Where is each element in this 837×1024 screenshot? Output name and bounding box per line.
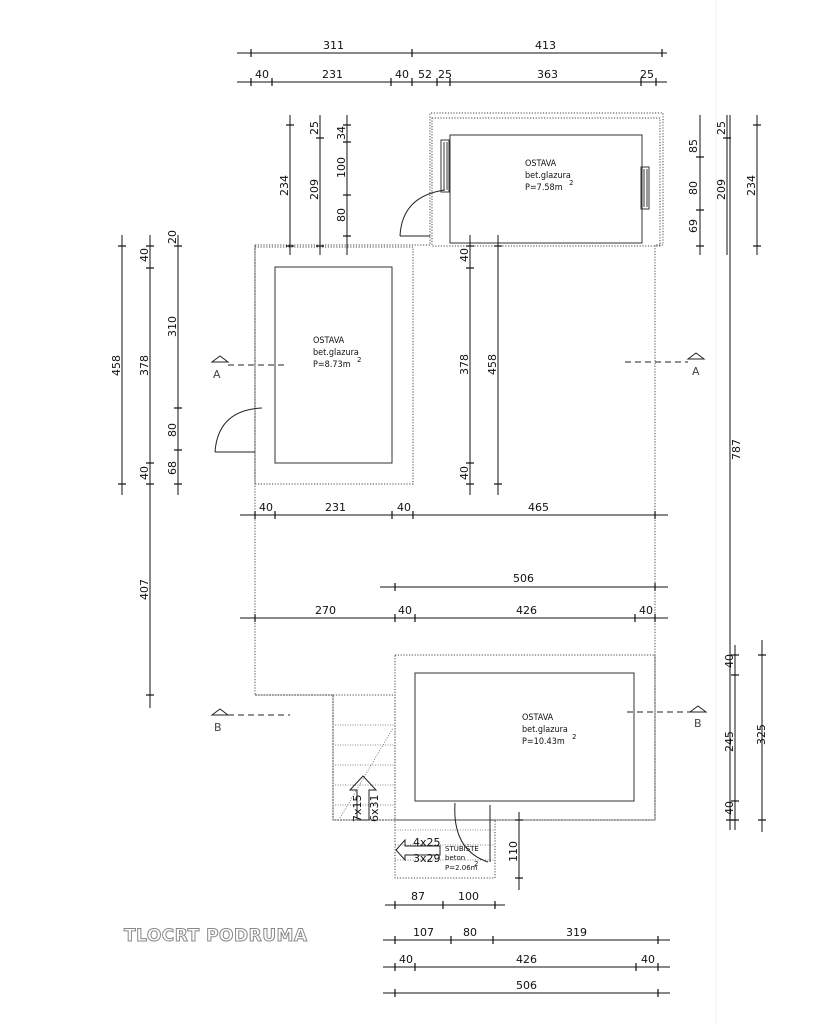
dimension-label: 458 xyxy=(486,354,499,375)
dimension-label: 40 xyxy=(138,248,151,262)
dimension-label: 25 xyxy=(438,68,452,81)
room-name: OSTAVA xyxy=(522,713,554,723)
room-area-sup: 2 xyxy=(474,860,478,868)
dimension-label: 40 xyxy=(259,501,273,514)
room-area-sup: 2 xyxy=(569,179,573,187)
room-stairwell xyxy=(394,819,496,879)
room-finish: bet.glazura xyxy=(522,725,568,735)
dimension-label: 506 xyxy=(516,979,537,992)
dimension-label: 40 xyxy=(723,654,736,668)
dimension-label: 231 xyxy=(322,68,343,81)
dimension-label: 40 xyxy=(397,501,411,514)
room-name: OSTAVA xyxy=(525,159,557,169)
dimension-label: 270 xyxy=(315,604,336,617)
stair-label: 6x31 xyxy=(368,794,381,822)
dimension-label: 20 xyxy=(166,230,179,244)
room-area: P=10.43m xyxy=(522,737,565,747)
dimension-label: 311 xyxy=(323,39,344,52)
dimension-label: 80 xyxy=(166,423,179,437)
dimension-label: 40 xyxy=(641,953,655,966)
dimension-label: 68 xyxy=(166,461,179,475)
dimension-label: 80 xyxy=(335,208,348,222)
room-finish: beton xyxy=(445,854,465,862)
dimension-label: 465 xyxy=(528,501,549,514)
dimension-label: 87 xyxy=(411,890,425,903)
room-area: P=7.58m xyxy=(525,183,563,193)
dimension-label: 107 xyxy=(413,926,434,939)
dimension-label: 310 xyxy=(166,316,179,337)
stair-annotations: 7x15 6x31 4x25 3x29 xyxy=(348,775,441,865)
dimension-label: 85 xyxy=(687,139,700,153)
stair-label: 4x25 xyxy=(413,836,441,849)
section-label-a-left: A xyxy=(213,368,221,381)
dimension-label: 458 xyxy=(110,355,123,376)
section-markers: A A B B xyxy=(210,352,708,734)
dimension-label: 25 xyxy=(640,68,654,81)
dimension-label: 69 xyxy=(687,219,700,233)
dimension-label: 25 xyxy=(308,121,321,135)
section-label-b-left: B xyxy=(214,721,222,734)
stair-label: 3x29 xyxy=(413,852,441,865)
dimension-label: 209 xyxy=(715,179,728,200)
dimension-label: 245 xyxy=(723,731,736,752)
room-area-sup: 2 xyxy=(572,733,576,741)
dimension-label: 231 xyxy=(325,501,346,514)
dimension-label: 319 xyxy=(566,926,587,939)
dimension-label: 407 xyxy=(138,579,151,600)
room-name: OSTAVA xyxy=(313,336,345,346)
section-label-a-right: A xyxy=(692,365,700,378)
room-storage-bottom xyxy=(414,672,635,802)
room-area-sup: 2 xyxy=(357,356,361,364)
dimension-label: 40 xyxy=(138,466,151,480)
dimension-label: 426 xyxy=(516,953,537,966)
dimension-label: 52 xyxy=(418,68,432,81)
dimension-lines: 311 413 40 231 40 52 25 363 25 25 34 100… xyxy=(110,39,768,997)
room-storage-left xyxy=(274,266,393,464)
section-label-b-right: B xyxy=(694,717,702,730)
dimension-label: 325 xyxy=(755,724,768,745)
dimension-label: 80 xyxy=(687,181,700,195)
dimension-label: 40 xyxy=(255,68,269,81)
room-labels: OSTAVA bet.glazura P=7.58m 2 OSTAVA bet.… xyxy=(313,159,576,872)
room-area: P=2.06m xyxy=(445,864,478,872)
room-finish: bet.glazura xyxy=(525,171,571,181)
dimension-label: 110 xyxy=(507,841,520,862)
dimension-label: 209 xyxy=(308,179,321,200)
dimension-label: 25 xyxy=(715,121,728,135)
dimension-label: 234 xyxy=(278,175,291,196)
page-title: TLOCRT PODRUMA xyxy=(124,926,308,947)
dimension-label: 40 xyxy=(398,604,412,617)
dimension-label: 34 xyxy=(335,126,348,140)
room-area: P=8.73m xyxy=(313,360,351,370)
dimension-label: 40 xyxy=(723,801,736,815)
dimension-label: 413 xyxy=(535,39,556,52)
stair-label: 7x15 xyxy=(351,794,364,822)
dimension-label: 426 xyxy=(516,604,537,617)
dimension-label: 40 xyxy=(458,466,471,480)
room-storage-top xyxy=(449,134,643,244)
dimension-label: 378 xyxy=(458,354,471,375)
dimension-label: 80 xyxy=(463,926,477,939)
dimension-label: 40 xyxy=(639,604,653,617)
dimension-label: 40 xyxy=(395,68,409,81)
dimension-label: 787 xyxy=(730,439,743,460)
dimension-label: 506 xyxy=(513,572,534,585)
dimension-label: 40 xyxy=(458,248,471,262)
room-finish: bet.glazura xyxy=(313,348,359,358)
dimension-label: 234 xyxy=(745,175,758,196)
dimension-label: 100 xyxy=(335,157,348,178)
dimension-label: 40 xyxy=(399,953,413,966)
dimension-label: 378 xyxy=(138,355,151,376)
dimension-label: 363 xyxy=(537,68,558,81)
walls xyxy=(254,112,664,879)
dimension-label: 100 xyxy=(458,890,479,903)
doors xyxy=(214,189,491,863)
room-name: STUBIŠTE xyxy=(445,844,479,853)
